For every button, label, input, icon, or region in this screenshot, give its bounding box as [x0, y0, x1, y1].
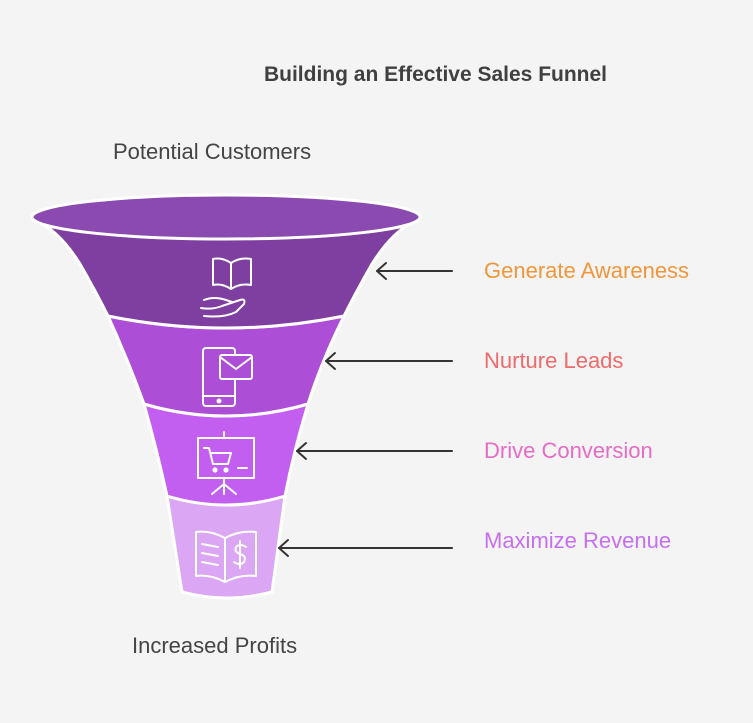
arrow-nurture-leads	[325, 352, 453, 370]
funnel-top-label: Potential Customers	[113, 139, 312, 164]
open-book-hand-icon	[200, 257, 252, 318]
funnel-bottom-label: Increased Profits	[132, 633, 298, 658]
phone-mail-icon	[202, 347, 253, 407]
cart-presentation-icon	[197, 431, 255, 495]
funnel-rim	[30, 193, 422, 241]
stage-label-generate-awareness: Generate Awareness	[484, 258, 690, 283]
dollar-book-icon	[195, 530, 257, 583]
arrow-drive-conversion	[296, 442, 453, 460]
funnel-stage-1	[35, 218, 417, 330]
diagram-title: Building an Effective Sales Funnel	[263, 63, 608, 86]
stage-label-drive-conversion: Drive Conversion	[484, 438, 653, 463]
stage-label-maximize-revenue: Maximize Revenue	[484, 528, 672, 553]
stage-label-nurture-leads: Nurture Leads	[484, 348, 624, 373]
funnel-stage-3	[141, 401, 311, 507]
arrow-maximize-revenue	[278, 539, 453, 557]
arrow-generate-awareness	[376, 262, 453, 280]
